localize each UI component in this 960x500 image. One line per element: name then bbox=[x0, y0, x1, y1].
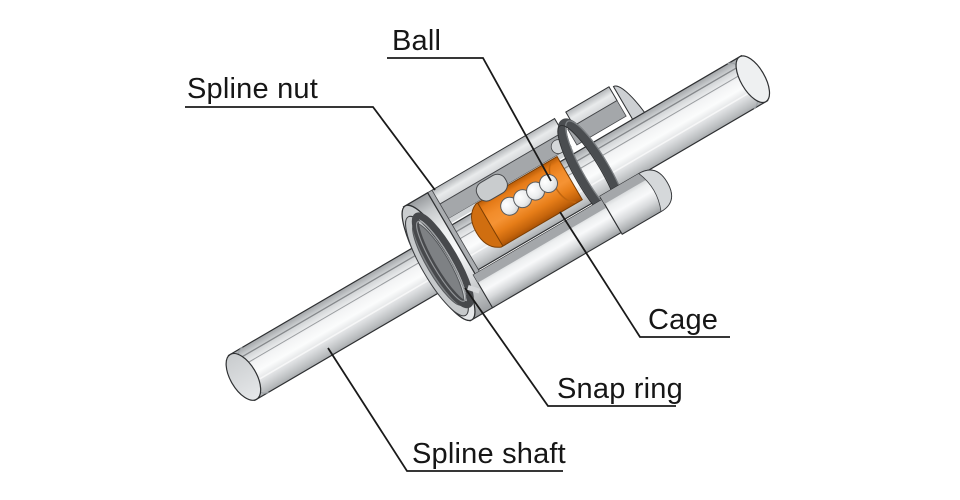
spline-shaft-leader-line bbox=[327, 347, 563, 472]
spline-nut-bottom-right-end-face bbox=[638, 169, 672, 213]
snap-ring-leader-line bbox=[464, 287, 676, 407]
spline-nut-leader-line bbox=[185, 106, 436, 191]
snap-ring-left-gap bbox=[467, 284, 481, 294]
cage-leader-line bbox=[559, 211, 730, 338]
shaft-right-end-face bbox=[735, 55, 771, 104]
spline-nut-bottom-right-cut-face bbox=[599, 172, 646, 205]
snap-ring-left-highlight bbox=[416, 220, 467, 302]
spline-nut-bottom-cut-face bbox=[473, 199, 607, 283]
ball-label: Ball bbox=[392, 25, 441, 57]
assembly-group bbox=[225, 54, 771, 402]
spline-nut-label: Spline nut bbox=[187, 73, 318, 105]
ball-4 bbox=[539, 174, 559, 194]
cage-label: Cage bbox=[648, 304, 718, 336]
callouts bbox=[185, 57, 730, 472]
ball-leader-line bbox=[387, 57, 552, 182]
shaft-left-end-face bbox=[225, 352, 262, 401]
spline-shaft-label: Spline shaft bbox=[412, 438, 566, 470]
snap-ring-label: Snap ring bbox=[557, 373, 683, 405]
nut-key-tab bbox=[475, 173, 508, 202]
